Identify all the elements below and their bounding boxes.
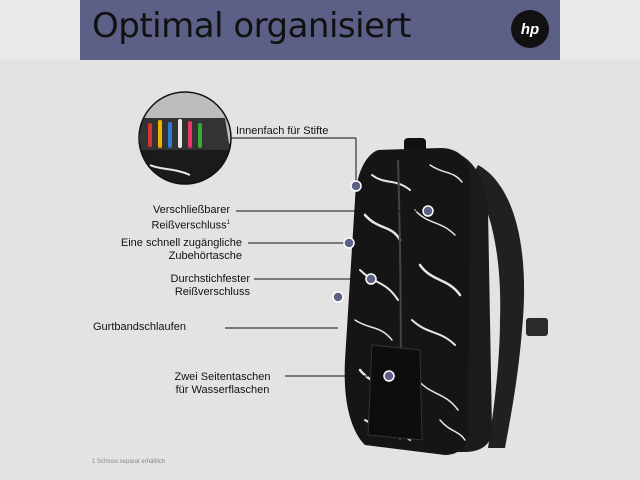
label-durchstich-line2: Reißverschluss xyxy=(174,286,250,298)
footnote-marker: 1 xyxy=(226,220,230,226)
strap-buckle xyxy=(526,318,548,336)
label-seiten: Zwei Seitentaschen für Wasserflaschen xyxy=(160,371,285,397)
hp-logo-icon: hp xyxy=(511,10,549,48)
label-seiten-line1: Zwei Seitentaschen xyxy=(174,371,271,383)
label-zubehoer-line2: Zubehörtasche xyxy=(168,250,242,262)
title-band xyxy=(80,0,500,60)
shoulder-strap xyxy=(470,165,525,448)
label-durchstich: Durchstichfester Reißverschluss xyxy=(140,273,250,299)
marker-zubehoer xyxy=(343,237,355,249)
page-title: Optimal organisiert xyxy=(92,6,411,46)
label-gurtband: Gurtbandschlaufen xyxy=(93,321,186,333)
label-verschluss-line1: Verschließbarer xyxy=(152,204,230,216)
callout-markers xyxy=(332,180,434,382)
footnote: 1 Schloss separat erhältlich xyxy=(92,459,166,465)
zoom-inset-pen-pocket xyxy=(138,91,232,185)
leader-lines xyxy=(225,137,428,377)
label-seiten-line2: für Wasserflaschen xyxy=(175,384,270,396)
marker-durchstich xyxy=(365,273,377,285)
side-pocket xyxy=(367,344,423,441)
label-innenfach: Innenfach für Stifte xyxy=(236,125,329,137)
marker-seiten xyxy=(383,370,395,382)
label-zubehoer: Eine schnell zugängliche Zubehörtasche xyxy=(82,237,242,263)
marker-gurtband xyxy=(332,291,344,303)
label-verschluss-line2: Reißverschluss xyxy=(151,219,227,232)
label-zubehoer-line1: Eine schnell zugängliche xyxy=(120,237,242,249)
label-verschluss: Verschließbarer Reißverschluss1 xyxy=(96,204,230,233)
marker-verschluss xyxy=(422,205,434,217)
marker-innenfach xyxy=(350,180,362,192)
label-durchstich-line1: Durchstichfester xyxy=(170,273,250,285)
